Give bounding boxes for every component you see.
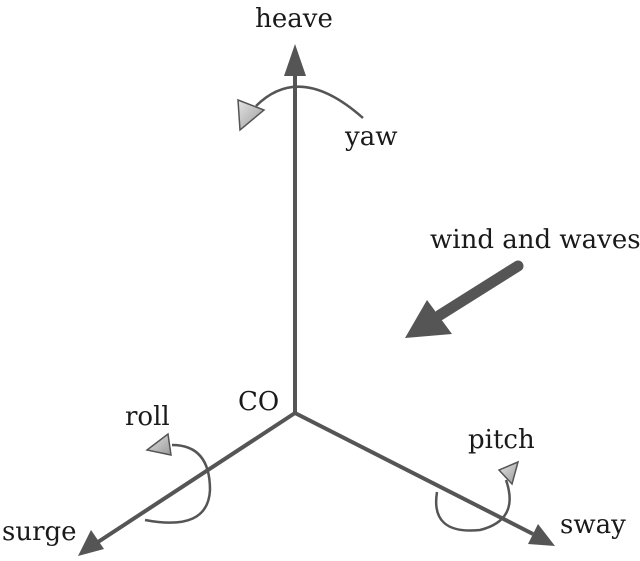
heave-axis bbox=[284, 44, 306, 413]
heave-arrowhead-icon bbox=[284, 44, 306, 76]
wind-and-waves-label: wind and waves bbox=[430, 225, 640, 255]
yaw-label: yaw bbox=[344, 122, 397, 152]
yaw-arrowhead-icon bbox=[237, 98, 266, 132]
wind-and-waves-arrow bbox=[405, 260, 524, 338]
pitch-label: pitch bbox=[468, 425, 535, 455]
yaw-rotation-arrow bbox=[237, 85, 364, 132]
roll-rotation-arrow bbox=[144, 432, 212, 524]
surge-arrowhead-icon bbox=[78, 530, 104, 556]
wind-arrowhead-icon bbox=[405, 300, 452, 338]
surge-label: surge bbox=[2, 517, 77, 547]
sway-axis bbox=[294, 411, 555, 546]
pitch-arrowhead-icon bbox=[497, 460, 520, 486]
origin-label: CO bbox=[238, 387, 279, 417]
sway-label: sway bbox=[560, 510, 626, 540]
roll-label: roll bbox=[125, 402, 170, 432]
pitch-rotation-arrow bbox=[434, 460, 520, 532]
sway-arrowhead-icon bbox=[528, 524, 555, 546]
roll-arrowhead-icon bbox=[145, 432, 172, 456]
surge-axis bbox=[78, 411, 297, 556]
heave-label: heave bbox=[255, 4, 333, 34]
